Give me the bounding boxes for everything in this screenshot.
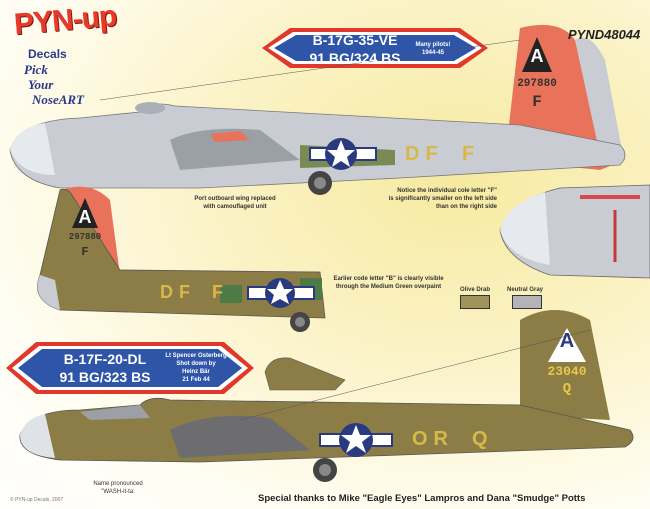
tail-code-bottom: Q: [562, 381, 572, 397]
individual-letter-top: F: [462, 143, 481, 165]
aircraft-2-note: Lt Spencer Osterberg Shot down by Heinz …: [163, 352, 229, 384]
aircraft-2-info: B-17F-20-DL 91 BG/323 BS: [50, 350, 160, 386]
nose-detail-inset: [499, 184, 650, 279]
tail-code-top: F: [532, 93, 542, 111]
note-line: Port outboard wing replaced: [194, 196, 276, 202]
logo-subtitle: Decals: [28, 47, 67, 61]
aircraft-1-unit: 91 BG/324 BS: [309, 50, 401, 66]
code-letters-middle: DF: [160, 282, 196, 302]
note-line: 1944-45: [421, 50, 445, 56]
note-wing: Port outboard wing replaced with camoufl…: [180, 195, 290, 211]
note-letter-f: Notice the individual cole letter "F" is…: [365, 187, 497, 211]
code-letters-bottom: OR: [412, 428, 454, 450]
swatch-neutral-gray: Neutral Gray: [507, 287, 543, 309]
logo-tagline-2: Your: [28, 77, 54, 92]
tail-marking-top: [522, 37, 552, 72]
note-line: Lt Spencer Osterberg: [165, 353, 227, 359]
serial-top: 297880: [517, 78, 557, 90]
turret-inset: [264, 357, 346, 391]
note-line: than on the right side: [436, 204, 497, 210]
note-line: Many pilots!: [415, 42, 451, 48]
aircraft-2-type: B-17F-20-DL: [63, 351, 147, 367]
note-line: Earlier code letter "B" is clearly visib…: [333, 276, 444, 282]
tail-letter-bottom: A: [559, 330, 575, 352]
note-letter-b: Earlier code letter "B" is clearly visib…: [326, 275, 451, 291]
serial-bottom: 23040: [547, 364, 587, 379]
note-line: Heinz Bär: [182, 369, 210, 375]
copyright: © PYN-up Decals, 2007: [10, 497, 64, 503]
individual-letter-bottom: Q: [472, 428, 494, 450]
swatch-label: Olive Drab: [460, 287, 491, 293]
note-line: is significantly smaller on the left sid…: [388, 196, 497, 202]
aircraft-middle-profile: [37, 186, 326, 332]
banner-bottom: [6, 342, 254, 394]
tail-letter-middle: A: [78, 207, 92, 227]
tail-letter-top: A: [530, 46, 544, 66]
star-insignia-middle: [247, 278, 315, 308]
serial-middle: 297880: [68, 232, 102, 242]
star-insignia-top: [309, 138, 377, 170]
aircraft-2-unit: 91 BG/323 BS: [59, 369, 151, 385]
logo-tagline-3: NoseART: [32, 92, 84, 107]
individual-letter-middle: F: [212, 282, 229, 302]
sheet-code: PYND48044: [568, 27, 641, 42]
note-name: Name pronounced "WASH-it-ta:: [78, 480, 158, 496]
swatch-label: Neutral Gray: [507, 287, 544, 293]
note-line: through the Medium Green overpaint: [335, 284, 442, 290]
aircraft-1-note: Many pilots! 1944-45: [408, 41, 458, 57]
logo-tagline-1: Pick: [24, 62, 48, 77]
note-line: with camouflaged unit: [203, 204, 267, 210]
note-line: "WASH-it-ta:: [101, 489, 135, 495]
aircraft-bottom-profile: [19, 310, 634, 482]
swatch-color: [512, 295, 542, 309]
tail-code-middle: F: [81, 245, 89, 259]
note-line: 21 Feb 44: [182, 377, 210, 383]
star-insignia-bottom: [319, 423, 393, 457]
code-letters-top: DF: [405, 143, 444, 165]
note-line: Notice the individual cole letter "F": [397, 188, 497, 194]
note-line: Shot down by: [176, 361, 216, 367]
aircraft-1-info: B-17G-35-VE 91 BG/324 BS: [300, 31, 410, 67]
thanks-text: Special thanks to Mike "Eagle Eyes" Lamp…: [258, 493, 586, 504]
swatch-color: [460, 295, 490, 309]
swatch-olive-drab: Olive Drab: [460, 287, 490, 309]
aircraft-1-type: B-17G-35-VE: [312, 32, 398, 48]
banner-top: [262, 28, 488, 68]
note-line: Name pronounced: [93, 481, 143, 487]
